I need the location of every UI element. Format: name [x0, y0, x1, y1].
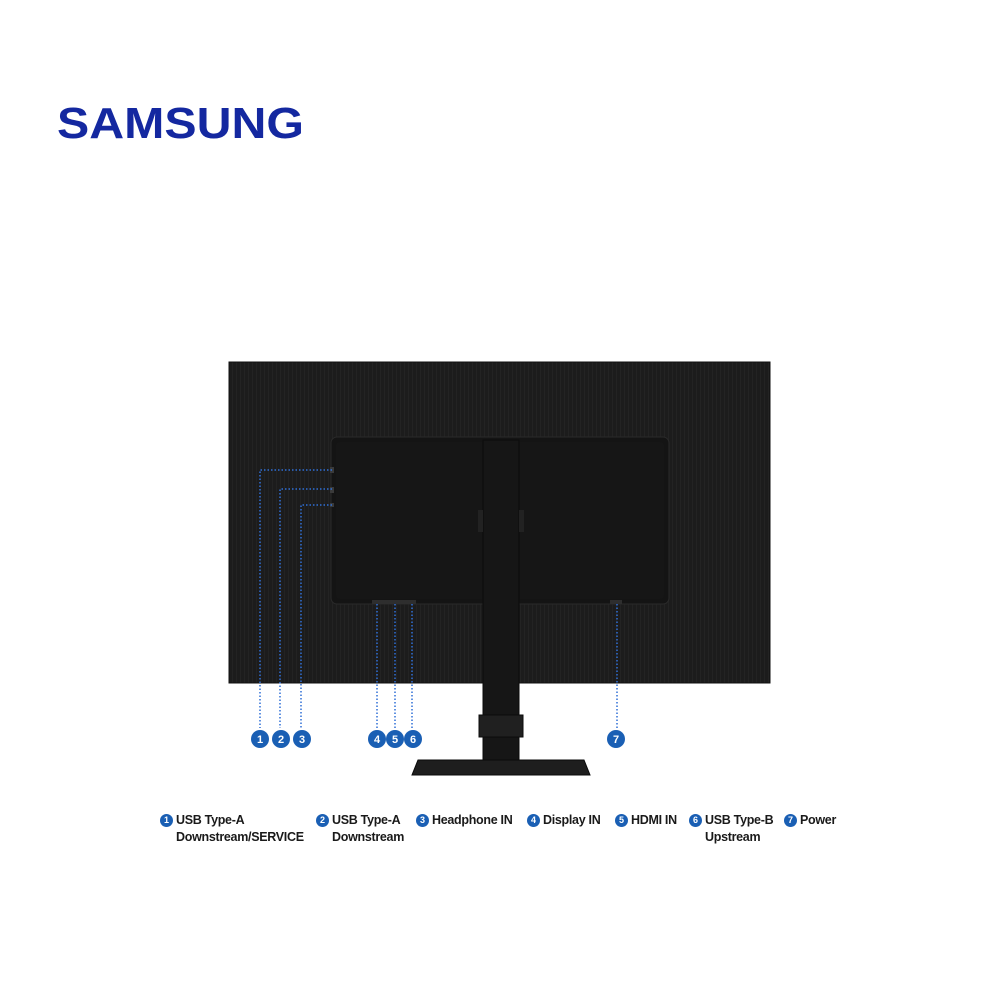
callout-badge-5: 5 [386, 730, 404, 748]
callout-number: 7 [613, 734, 619, 746]
callout-number: 6 [410, 734, 416, 746]
stand-joint [478, 714, 524, 738]
legend-number-badge: 1 [160, 814, 173, 827]
callout-number: 3 [299, 734, 305, 746]
legend-number-badge: 6 [689, 814, 702, 827]
leader-lines [259, 469, 618, 728]
callout-number: 4 [374, 734, 381, 746]
legend-label: USB Type-A [176, 813, 245, 827]
stand-clip-left [478, 510, 483, 532]
stand-clip-right [519, 510, 524, 532]
callout-badge-6: 6 [404, 730, 422, 748]
callout-number: 1 [257, 734, 263, 746]
brand-wordmark: SAMSUNG [57, 100, 304, 142]
stand-neck [482, 439, 520, 766]
legend-label: Display IN [543, 813, 601, 827]
legend-label: Power [800, 813, 837, 827]
port-slot-2 [330, 487, 334, 493]
legend-number-badge: 5 [615, 814, 628, 827]
legend-label-line2: Upstream [705, 830, 761, 844]
callout-badge-7: 7 [607, 730, 625, 748]
legend-number-badge: 3 [416, 814, 429, 827]
callout-number: 5 [392, 734, 398, 746]
legend-label-line2: Downstream [332, 830, 405, 844]
samsung-logo: SAMSUNG [57, 100, 304, 142]
legend-label: USB Type-B [705, 813, 774, 827]
legend-label: HDMI IN [631, 813, 677, 827]
callout-badge-4: 4 [368, 730, 386, 748]
legend-label-line2: Downstream/SERVICE [176, 830, 304, 844]
legend-label: Headphone IN [432, 813, 513, 827]
callout-badge-3: 3 [293, 730, 311, 748]
callout-badge-1: 1 [251, 730, 269, 748]
legend-number-badge: 2 [316, 814, 329, 827]
power-slot [610, 600, 622, 604]
stand-base [411, 759, 591, 776]
port-slot-bottom [372, 600, 416, 604]
legend-label: USB Type-A [332, 813, 401, 827]
leader-line-2 [279, 488, 332, 728]
legend-number-badge: 4 [527, 814, 540, 827]
legend-number-badge: 7 [784, 814, 797, 827]
callout-badge-2: 2 [272, 730, 290, 748]
leader-line-3 [300, 504, 332, 728]
callout-number: 2 [278, 734, 284, 746]
